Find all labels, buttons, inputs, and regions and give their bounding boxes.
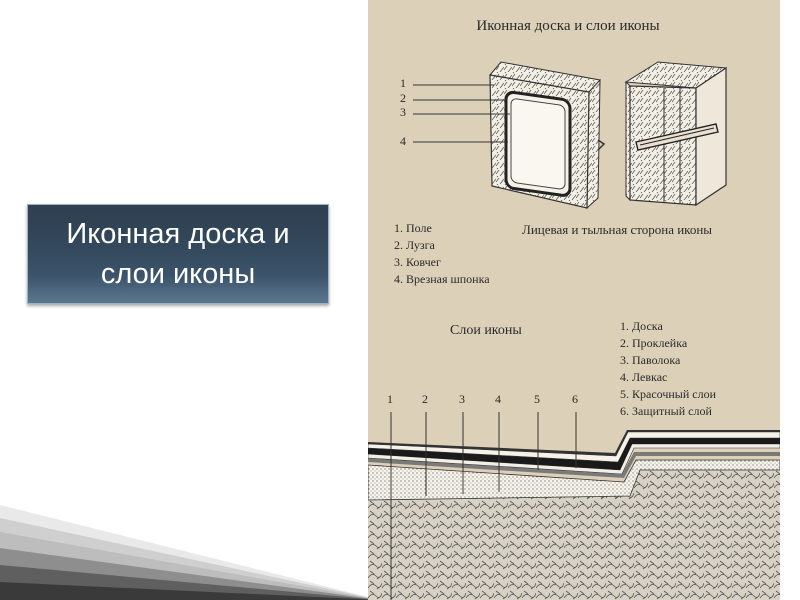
layer-pointer-lines xyxy=(390,412,577,600)
board-back-side xyxy=(624,61,728,207)
layer-number-4: 4 xyxy=(495,392,501,406)
board-legend-item: 4. Врезная шпонка xyxy=(394,272,490,286)
board-caption: Лицевая и тыльная сторона иконы xyxy=(522,222,713,237)
layers-legend-item: 1. Доска xyxy=(620,319,663,333)
slide-title-box: Иконная доска и слои иконы xyxy=(27,204,329,304)
board-legend-item: 2. Лузга xyxy=(394,238,435,252)
layers-legend-item: 6. Защитный слой xyxy=(620,404,712,418)
board-legend: 1. Поле 2. Лузга 3. Ковчег 4. Врезная шп… xyxy=(394,220,490,288)
layer-number-2: 2 xyxy=(422,392,428,406)
board-callout-lines xyxy=(413,84,510,143)
icon-board-diagram xyxy=(368,61,780,600)
layer-number-6: 6 xyxy=(572,392,578,406)
board-callout-1: 1 xyxy=(400,76,406,90)
decorative-corner-stripes xyxy=(0,505,380,600)
board-front-side xyxy=(489,61,606,210)
layers-legend-item: 3. Паволока xyxy=(620,353,681,367)
board-callout-3: 3 xyxy=(400,105,406,119)
layer-number-1: 1 xyxy=(387,392,393,406)
board-legend-item: 3. Ковчег xyxy=(394,255,441,269)
layers-legend-item: 2. Проклейка xyxy=(620,336,688,350)
diagram-panel: Иконная доска и слои иконы xyxy=(368,0,780,600)
layers-caption: Слои иконы xyxy=(450,323,522,338)
layers-legend-item: 5. Красочный слои xyxy=(620,387,717,401)
board-callout-4: 4 xyxy=(400,134,406,148)
layer-number-3: 3 xyxy=(459,392,465,406)
layers-legend: 1. Доска 2. Проклейка 3. Паволока 4. Лев… xyxy=(620,318,716,420)
slide-title: Иконная доска и слои иконы xyxy=(66,218,290,290)
layer-number-5: 5 xyxy=(534,392,540,406)
layers-legend-item: 4. Левкас xyxy=(620,370,668,384)
layers-cross-section xyxy=(368,430,780,600)
board-callout-2: 2 xyxy=(400,91,406,105)
diagram-title: Иконная доска и слои иконы xyxy=(476,18,660,34)
board-legend-item: 1. Поле xyxy=(394,221,432,235)
